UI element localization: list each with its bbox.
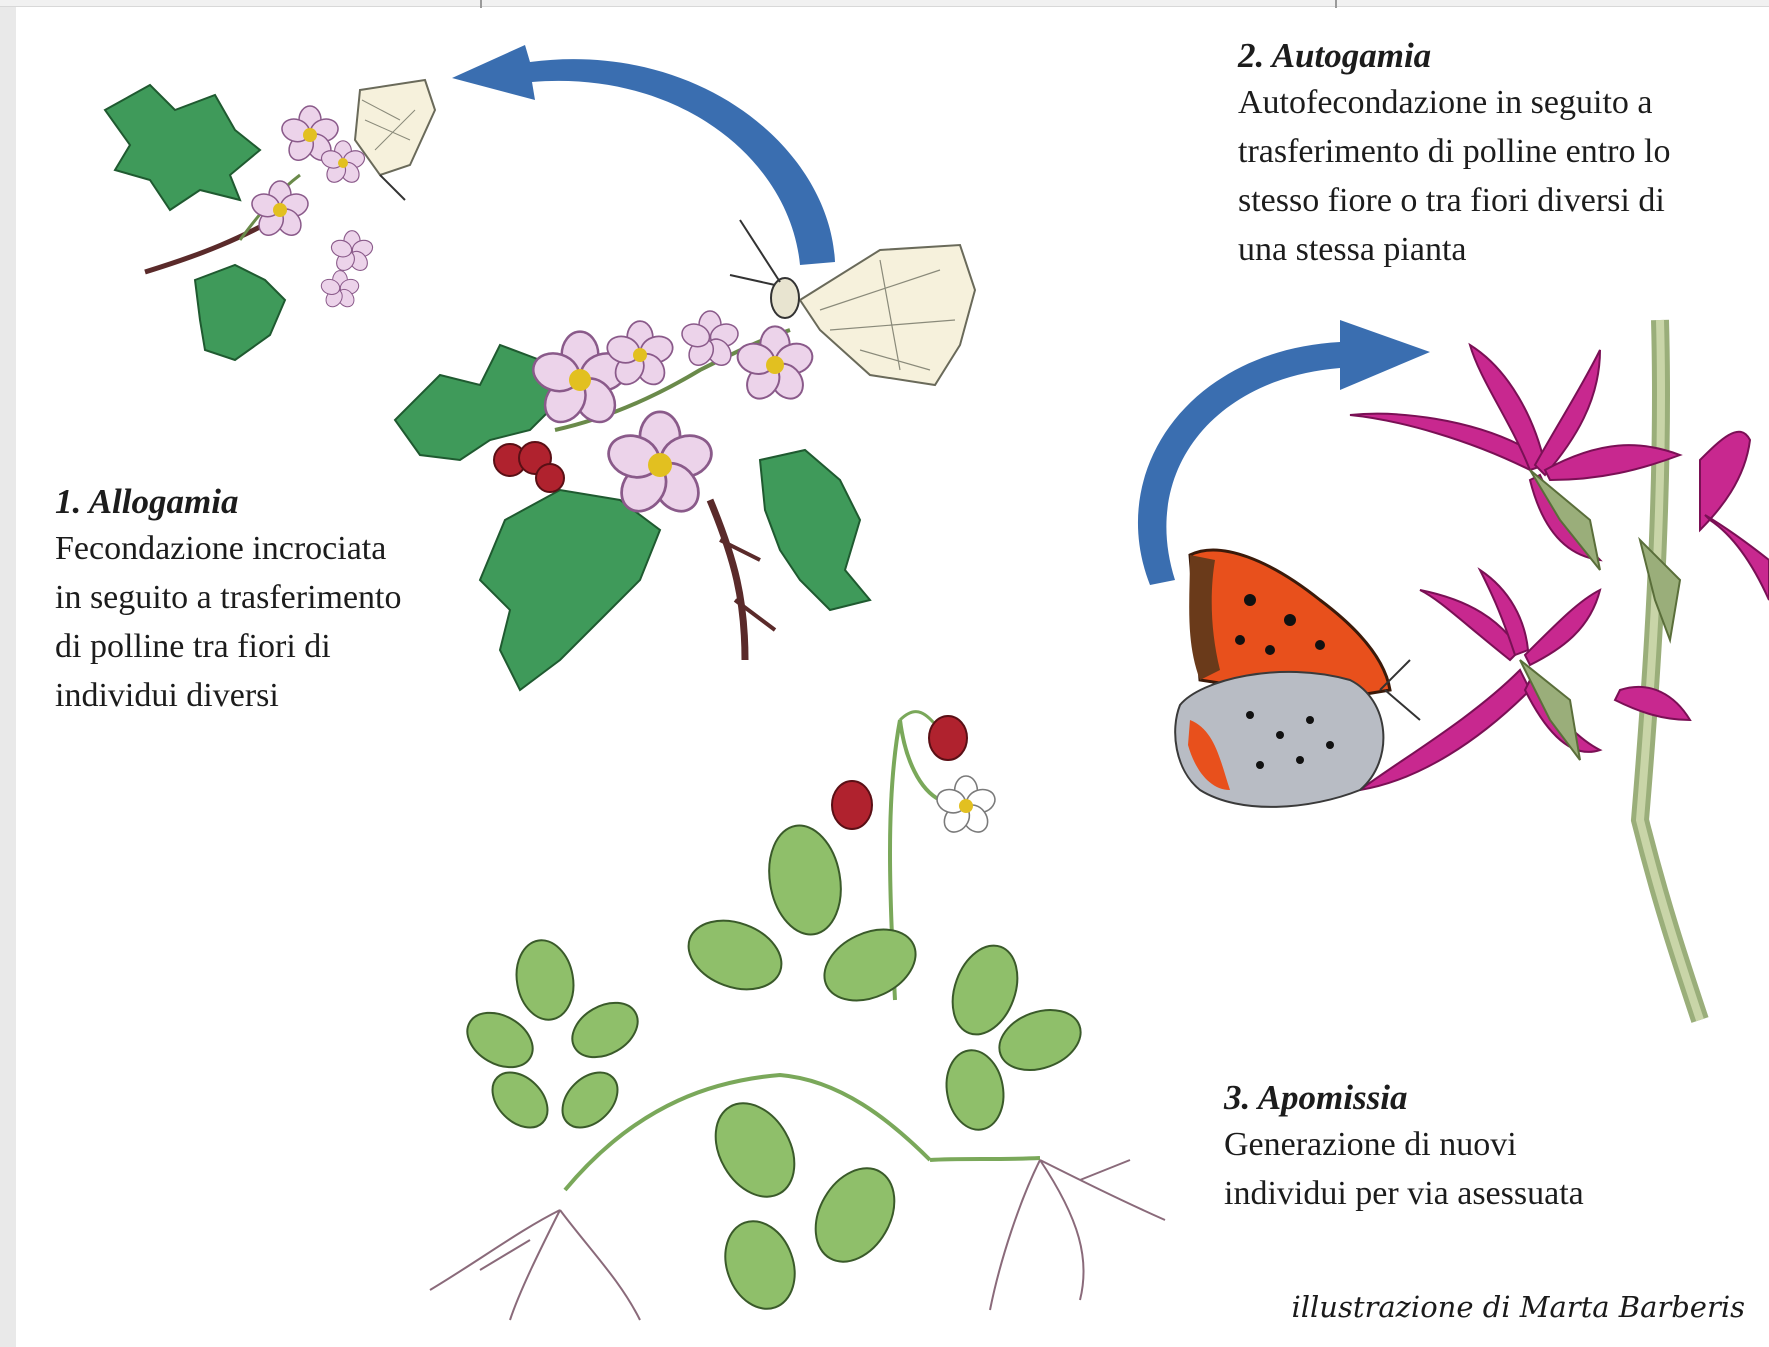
allogamia-section: 1. Allogamia Fecondazione incrociata in …	[55, 480, 485, 720]
apomissia-description: Generazione di nuovi individui per via a…	[1224, 1120, 1684, 1218]
apomissia-title: 3. Apomissia	[1224, 1076, 1684, 1120]
allogamia-title: 1. Allogamia	[55, 480, 485, 524]
strawberry-plant-illustration	[430, 712, 1165, 1320]
illustration-credit: illustrazione di Marta Barberis	[1180, 1290, 1745, 1324]
curved-arrow-icon	[1138, 320, 1430, 585]
autogamia-section: 2. Autogamia Autofecondazione in seguito…	[1238, 34, 1758, 274]
allogamia-description: Fecondazione incrociata in seguito a tra…	[55, 524, 485, 720]
small-hawthorn-branch	[105, 80, 435, 360]
apomissia-section: 3. Apomissia Generazione di nuovi indivi…	[1224, 1076, 1684, 1218]
small-white-butterfly-illustration	[355, 80, 435, 200]
loosestrife-illustration	[1350, 320, 1769, 1020]
autogamia-title: 2. Autogamia	[1238, 34, 1758, 78]
autogamia-description: Autofecondazione in seguito a trasferime…	[1238, 78, 1758, 274]
copper-butterfly-illustration	[1175, 550, 1420, 807]
curved-arrow-icon	[452, 45, 835, 265]
